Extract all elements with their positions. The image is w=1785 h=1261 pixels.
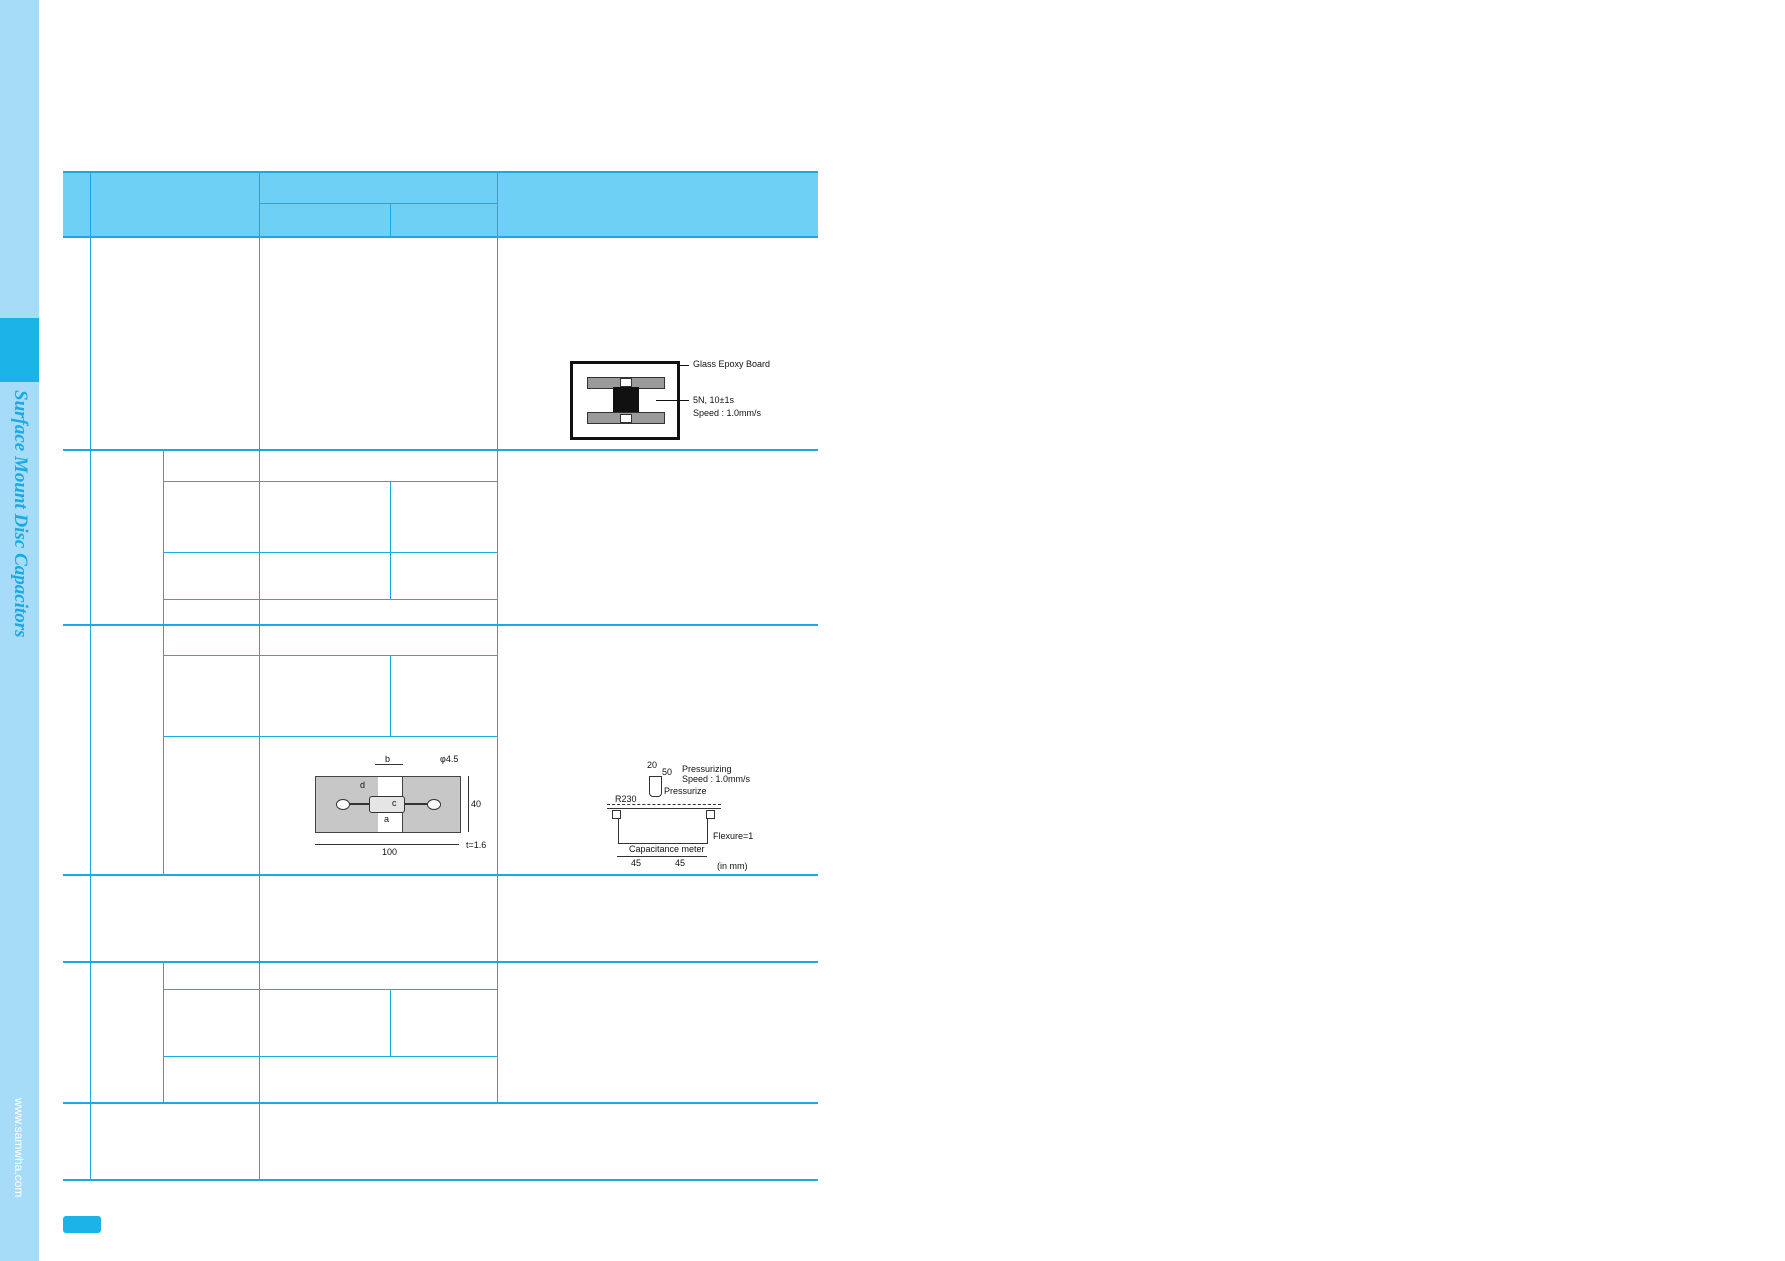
test-board-figure: b φ4.5 d c a 40 100 t=1.6 [311, 754, 486, 860]
table-bottom-border [63, 1179, 818, 1181]
header-split-line [259, 203, 497, 204]
subrow-line [163, 599, 497, 600]
bending-test-figure: 20 50 Pressurizing Speed : 1.0mm/s Press… [601, 760, 754, 871]
dimension-line-45 [617, 856, 707, 857]
sidebar-section-tab [0, 318, 39, 382]
dimension-50-label: 50 [662, 767, 673, 777]
dimension-20-label: 20 [647, 760, 658, 770]
capacitor-body [613, 387, 639, 412]
dimension-100-label: 100 [382, 847, 398, 857]
dimension-line-40 [468, 776, 469, 832]
glass-epoxy-board-label: Glass Epoxy Board [693, 359, 771, 369]
header-bottom-border [63, 236, 818, 238]
pressurizing-label: Pressurizing [682, 764, 732, 774]
capacitance-meter-wire [618, 818, 708, 844]
sidebar-website-url: www.samwha.com [12, 1098, 26, 1198]
subrow-line [163, 989, 497, 990]
subrow-line [163, 1056, 497, 1057]
radius-label: R230 [615, 794, 637, 804]
subrow-line [163, 481, 497, 482]
dimension-40-label: 40 [471, 799, 482, 809]
chip-capacitor [369, 796, 405, 813]
column-line [390, 655, 391, 736]
row-divider [63, 1102, 818, 1104]
unit-label: (in mm) [717, 861, 748, 871]
dimension-a-label: a [384, 814, 390, 824]
dimension-45-right-label: 45 [675, 858, 686, 868]
pad-top [620, 378, 632, 387]
subrow-line [163, 736, 497, 737]
row-divider [63, 874, 818, 876]
table-top-border [63, 171, 818, 173]
row-divider [63, 449, 818, 451]
sidebar-band [0, 0, 39, 1261]
table-header [63, 171, 818, 237]
pressurize-label: Pressurize [664, 786, 707, 796]
bending-board [607, 804, 721, 809]
column-line [390, 989, 391, 1056]
capacitance-meter-label: Capacitance meter [629, 844, 705, 854]
dimension-45-left-label: 45 [631, 858, 642, 868]
column-line [259, 171, 260, 1181]
support-right [706, 810, 715, 819]
dimension-b-label: b [385, 754, 391, 764]
column-line [163, 625, 164, 875]
column-line [390, 481, 391, 599]
speed-label: Speed : 1.0mm/s [693, 408, 762, 418]
row-divider [63, 624, 818, 626]
dimension-d-label: d [360, 780, 366, 790]
support-left [612, 810, 621, 819]
leader-line [680, 365, 689, 366]
pressure-tool [649, 776, 662, 797]
row-divider [63, 961, 818, 963]
column-line [163, 450, 164, 625]
pressurizing-speed-label: Speed : 1.0mm/s [682, 774, 751, 784]
leader-line [656, 400, 689, 401]
thickness-label: t=1.6 [466, 840, 487, 850]
pad-right [427, 799, 441, 810]
page-number-badge [63, 1216, 101, 1233]
spec-table [63, 171, 818, 1181]
column-line [90, 171, 91, 1181]
dimension-line-100 [315, 844, 459, 845]
sidebar-section-title: Surface Mount Disc Capacitors [10, 390, 31, 638]
force-label: 5N, 10±1s [693, 395, 734, 405]
column-line [497, 171, 498, 1103]
subrow-line [163, 552, 497, 553]
dimension-c-label: c [392, 798, 397, 808]
flexure-label: Flexure=1 [713, 831, 754, 841]
subrow-line [163, 655, 497, 656]
pad-bottom [620, 414, 632, 423]
dimension-phi-label: φ4.5 [440, 754, 459, 764]
dimension-line-b [375, 764, 403, 765]
column-line [390, 203, 391, 237]
pad-left [336, 799, 350, 810]
column-line [163, 962, 164, 1103]
